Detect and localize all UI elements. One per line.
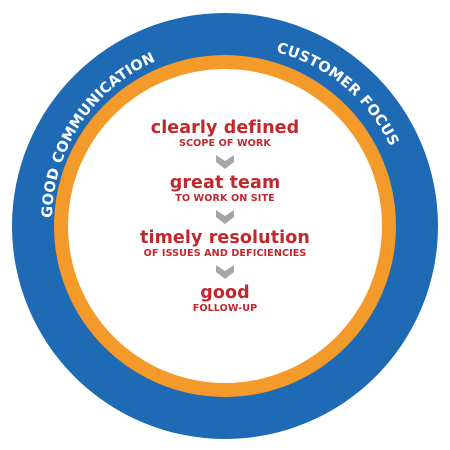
step-2-title: great team — [169, 173, 281, 193]
step-3-title: timely resolution — [140, 228, 310, 248]
step-1-title: clearly defined — [150, 118, 300, 138]
step-4-subtitle: FOLLOW-UP — [192, 303, 258, 314]
step-2-subtitle: TO WORK ON SITE — [175, 193, 275, 204]
chevron-down-icon — [216, 265, 234, 279]
inner-white-circle — [68, 69, 382, 383]
chevron-down-icon — [216, 210, 234, 224]
process-steps: clearly defined SCOPE OF WORK great team… — [75, 118, 375, 315]
chevron-down-icon — [216, 155, 234, 169]
step-4: good FOLLOW-UP — [75, 283, 375, 315]
step-3-subtitle: OF ISSUES AND DEFICIENCIES — [143, 248, 307, 259]
step-2: great team TO WORK ON SITE — [75, 173, 375, 205]
step-1: clearly defined SCOPE OF WORK — [75, 118, 375, 150]
step-4-title: good — [200, 283, 250, 303]
step-3: timely resolution OF ISSUES AND DEFICIEN… — [75, 228, 375, 260]
step-1-subtitle: SCOPE OF WORK — [179, 138, 271, 149]
